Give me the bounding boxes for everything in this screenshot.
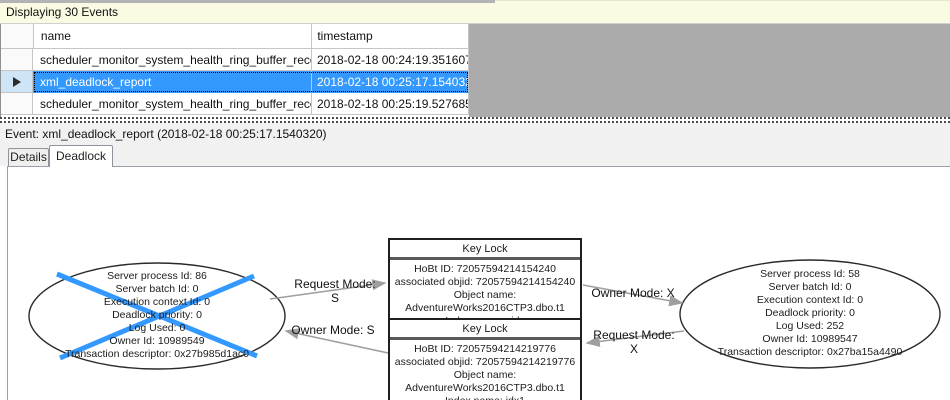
deadlock-graph-canvas: [28, 259, 941, 370]
edge-owner-x: [582, 284, 684, 307]
row-selector-cell[interactable]: [1, 49, 33, 71]
column-header-timestamp[interactable]: timestamp: [312, 24, 469, 49]
process-node-victim[interactable]: Server process Id: 86 Server batch Id: 0…: [64, 270, 250, 360]
edge-label-owner-s: Owner Mode: S: [291, 323, 375, 337]
events-grid-region: name timestamp scheduler_monitor_system_…: [0, 24, 950, 117]
table-row-selected[interactable]: xml_deadlock_report 2018-02-18 00:25:17.…: [1, 71, 469, 93]
edge-label-request-s: Request Mode: S: [294, 277, 376, 305]
cell-name[interactable]: scheduler_monitor_system_health_ring_buf…: [33, 93, 312, 115]
cell-timestamp[interactable]: 2018-02-18 00:24:19.3516078: [312, 49, 469, 71]
edge-owner-s: [284, 328, 389, 354]
process-node-ellipse[interactable]: [679, 259, 941, 369]
cell-name[interactable]: xml_deadlock_report: [33, 71, 312, 93]
events-count-bar: Displaying 30 Events: [0, 0, 950, 24]
detail-tabstrip: Details Deadlock: [0, 144, 950, 167]
resource-node-key-lock-idx1[interactable]: Key Lock HoBt ID: 72057594214219776 asso…: [388, 318, 582, 400]
cell-timestamp[interactable]: 2018-02-18 00:25:19.5276859: [312, 93, 469, 115]
tab-details[interactable]: Details: [8, 148, 49, 166]
event-detail-label: Event: xml_deadlock_report (2018-02-18 0…: [5, 126, 327, 141]
cell-name[interactable]: scheduler_monitor_system_health_ring_buf…: [33, 49, 312, 71]
column-header-name[interactable]: name: [33, 24, 313, 49]
edge-label-owner-x: Owner Mode: X: [591, 286, 675, 300]
edge-request-x: [585, 330, 685, 347]
event-detail-bar: Event: xml_deadlock_report (2018-02-18 0…: [0, 123, 950, 144]
grid-corner-cell[interactable]: [1, 24, 34, 49]
resource-title: Key Lock: [390, 320, 580, 340]
victim-cross-icon: [56, 271, 258, 361]
window-edge-artifact: [0, 0, 495, 3]
cell-timestamp[interactable]: 2018-02-18 00:25:17.1540320: [312, 71, 469, 93]
edge-label-request-x: Request Mode: X: [593, 328, 675, 356]
current-row-arrow-icon: [12, 76, 21, 87]
table-row[interactable]: scheduler_monitor_system_health_ring_buf…: [1, 93, 469, 115]
grid-header-row: name timestamp: [1, 24, 469, 49]
process-node-ellipse-victim[interactable]: [28, 262, 286, 370]
row-selector-cell[interactable]: [1, 71, 33, 93]
events-count-label: Displaying 30 Events: [6, 5, 119, 19]
tab-deadlock[interactable]: Deadlock: [49, 145, 113, 167]
edge-request-s: [269, 279, 387, 300]
resource-title: Key Lock: [390, 240, 580, 260]
events-grid: name timestamp scheduler_monitor_system_…: [0, 24, 469, 117]
table-row[interactable]: scheduler_monitor_system_health_ring_buf…: [1, 49, 469, 71]
pane-splitter[interactable]: [0, 117, 950, 123]
row-selector-cell[interactable]: [1, 93, 33, 115]
process-node[interactable]: Server process Id: 58 Server batch Id: 0…: [717, 268, 903, 358]
